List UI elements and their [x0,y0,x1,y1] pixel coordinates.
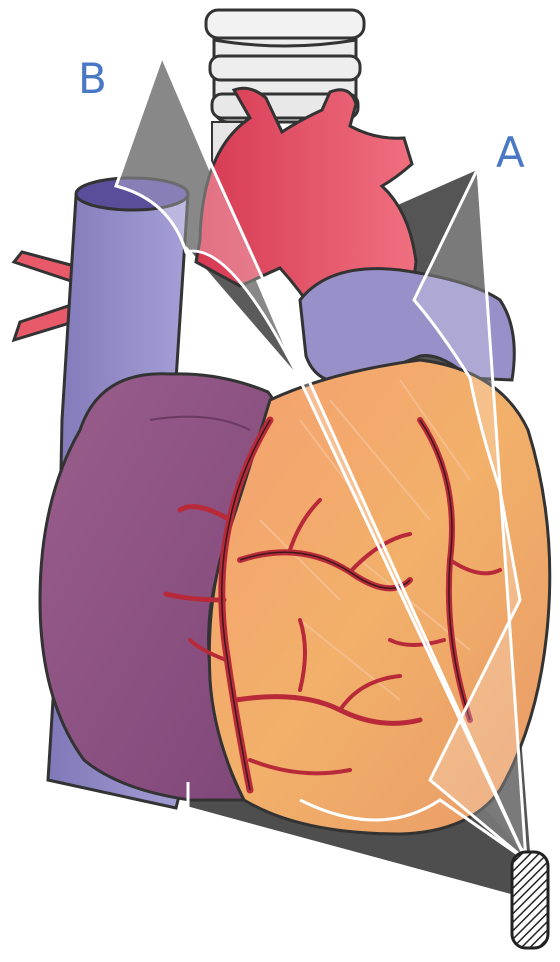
plane-a-label: A [496,132,525,174]
ultrasound-probe-icon [512,852,548,948]
plane-b-label: B [78,58,107,100]
